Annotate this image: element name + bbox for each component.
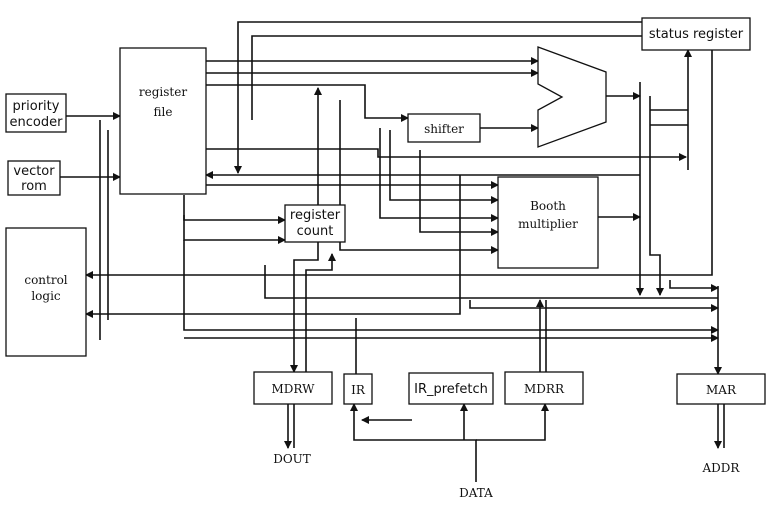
wire-mar-in-2 <box>469 300 719 312</box>
ir-label: IR <box>351 383 366 397</box>
alu-shape <box>537 46 607 148</box>
wire-regcount-in <box>305 253 336 372</box>
wire-regfile-to-status-bar <box>206 148 687 161</box>
vector-rom-label-2: rom <box>21 179 47 194</box>
priority-encoder-block: priority encoder <box>5 93 67 133</box>
register-count-block: register count <box>284 204 346 243</box>
wire-regfile-to-shifter <box>206 84 409 122</box>
control-logic-block: control logic <box>5 227 87 357</box>
wire-status-feedback <box>251 35 642 120</box>
mdrw-block: MDRW <box>253 371 333 405</box>
register-count-label-2: count <box>297 224 334 239</box>
ir-block: IR <box>343 373 373 405</box>
booth-multiplier-block: Booth multiplier <box>497 176 599 269</box>
wire-shifter-to-booth <box>379 128 499 222</box>
ir-prefetch-block: IR_prefetch <box>408 372 494 405</box>
ir-prefetch-label: IR_prefetch <box>414 382 488 397</box>
mdrw-label: MDRW <box>271 382 315 396</box>
wire-mar-in-3 <box>183 240 719 334</box>
vector-rom-label-1: vector <box>13 164 55 179</box>
mar-block: MAR <box>676 373 766 405</box>
wire-result-bus-2 <box>649 96 664 296</box>
wire-regfile-to-booth-c <box>419 150 499 236</box>
wire-status-to-regfile <box>234 21 642 174</box>
data-label: DATA <box>459 486 493 500</box>
control-logic-label-2: logic <box>31 289 61 303</box>
register-count-label-1: register <box>290 208 341 223</box>
shifter-block: shifter <box>407 113 481 143</box>
wire-booth-in-d <box>339 100 499 254</box>
mar-label: MAR <box>706 383 737 397</box>
mdrr-block: MDRR <box>504 371 584 405</box>
status-register-block: status register <box>641 17 751 51</box>
register-file-label-2: file <box>154 105 173 119</box>
wire-regfile-to-booth-b <box>389 130 499 204</box>
wire-data-stem <box>350 403 477 482</box>
wire-mar-in-5 <box>669 280 719 292</box>
wire-regfile-down-2 <box>183 215 286 244</box>
status-register-label: status register <box>649 27 744 42</box>
alu-block <box>537 46 607 148</box>
wire-regcount-down <box>290 242 319 373</box>
shifter-label: shifter <box>424 122 464 136</box>
wire-data-to-mdrr <box>476 403 549 441</box>
mdrr-label: MDRR <box>524 382 565 396</box>
wire-status-to-control <box>85 50 713 279</box>
booth-multiplier-label-1: Booth <box>530 199 566 213</box>
wires <box>60 21 725 482</box>
wire-mar-in-1 <box>264 265 718 299</box>
control-logic-label-1: control <box>24 273 67 287</box>
dout-label: DOUT <box>273 452 311 466</box>
booth-multiplier-label-2: multiplier <box>518 217 578 231</box>
wire-ir-to-control <box>85 175 461 318</box>
vector-rom-block: vector rom <box>7 160 61 196</box>
addr-label: ADDR <box>702 461 741 475</box>
priority-encoder-label-1: priority <box>13 99 60 114</box>
priority-encoder-label-2: encoder <box>10 115 64 130</box>
wire-regfile-down-1 <box>183 195 286 224</box>
register-file-label-1: register <box>139 85 187 99</box>
register-file-block: register file <box>119 47 207 195</box>
